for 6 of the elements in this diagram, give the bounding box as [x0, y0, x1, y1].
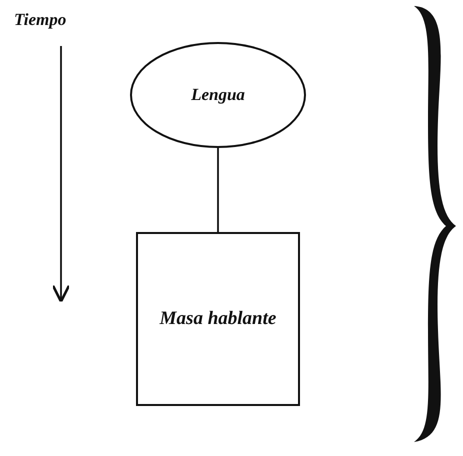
axis-label: Tiempo [14, 10, 66, 30]
curly-brace [414, 6, 456, 442]
process-box [136, 232, 300, 406]
node-label: Masa hablante [160, 308, 276, 330]
node-label: Lengua [191, 85, 245, 105]
connector-line [217, 148, 219, 232]
